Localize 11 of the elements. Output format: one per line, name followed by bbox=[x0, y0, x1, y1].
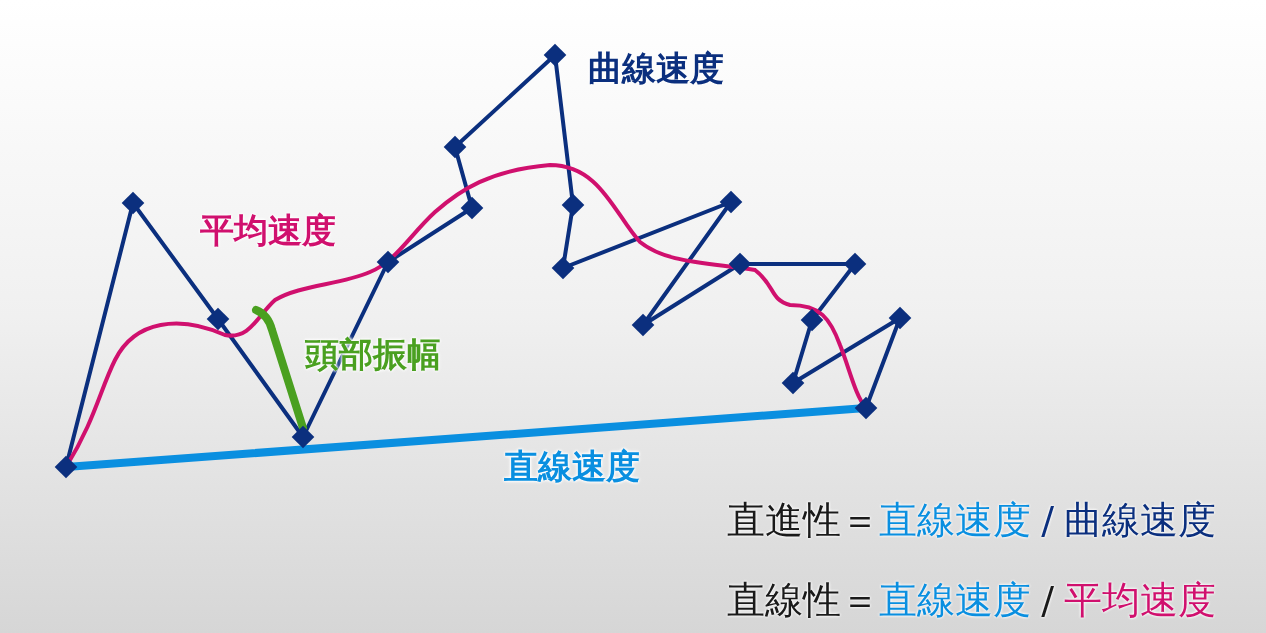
formula-term: 平均速度 bbox=[1064, 578, 1216, 622]
division-sign: / bbox=[1041, 498, 1054, 542]
curve-label: 平均速度 bbox=[200, 212, 336, 250]
formula-term: 曲線速度 bbox=[1064, 498, 1216, 542]
curve-label: 曲線速度 bbox=[588, 50, 724, 88]
formula-term: 直線速度 bbox=[879, 498, 1032, 542]
formula-term: 直線性＝ bbox=[727, 578, 880, 622]
division-sign: / bbox=[1041, 578, 1054, 622]
formula-term: 直線速度 bbox=[879, 578, 1032, 622]
formula-term: 直進性＝ bbox=[727, 498, 880, 542]
curve-label: 直線速度 bbox=[504, 448, 640, 486]
